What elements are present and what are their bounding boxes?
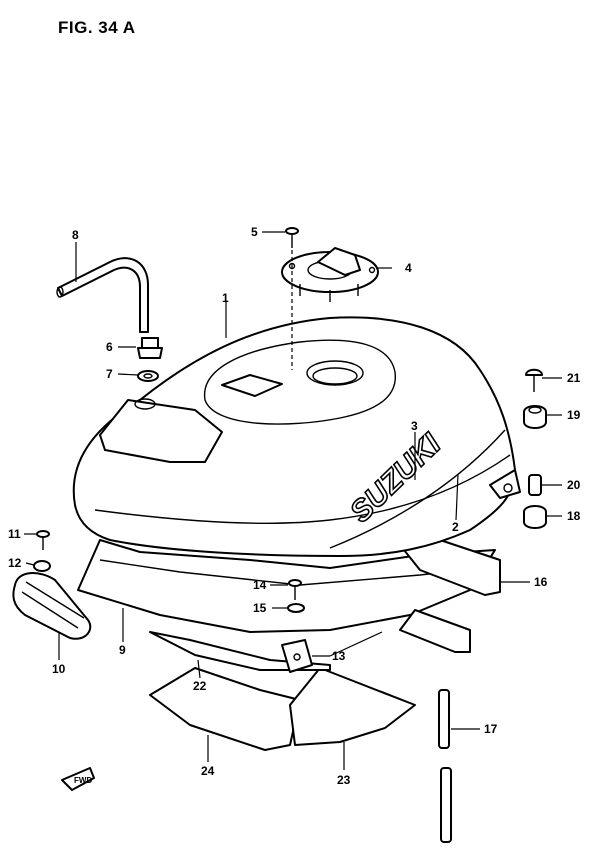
callout-11: 11	[8, 527, 21, 541]
callout-8: 8	[72, 228, 79, 242]
figure-title: FIG. 34 A	[58, 18, 136, 37]
callout-17: 17	[484, 722, 498, 736]
callout-13: 13	[332, 649, 346, 663]
callout-3: 3	[411, 419, 418, 433]
collar-part-20	[528, 474, 542, 496]
bolt-part-14	[288, 579, 302, 600]
frame-rail-part-16	[399, 539, 501, 653]
fuel-cap-part-4	[281, 247, 379, 302]
callout-4: 4	[405, 261, 412, 275]
callout-5: 5	[251, 225, 258, 239]
callout-23: 23	[337, 773, 351, 787]
callout-18: 18	[567, 509, 581, 523]
bracket-part-13	[281, 639, 313, 673]
callout-20: 20	[567, 478, 581, 492]
callout-numbers: 1 2 3 4 5 6 7 8 9 10 11 12 13 14 15 16 1…	[8, 225, 581, 787]
nut-part-12	[33, 560, 51, 572]
callout-14: 14	[253, 578, 267, 592]
callout-24: 24	[201, 764, 215, 778]
callout-6: 6	[106, 340, 113, 354]
callout-15: 15	[253, 601, 267, 615]
callout-10: 10	[52, 662, 66, 676]
callout-1: 1	[222, 291, 229, 305]
callout-12: 12	[8, 556, 22, 570]
fuel-tank-part-1	[72, 316, 521, 557]
callout-7: 7	[106, 367, 113, 381]
fitting-part-6	[137, 337, 163, 359]
washer-part-15	[287, 603, 305, 613]
screw-part-5	[285, 227, 299, 370]
rod-part-17	[438, 689, 452, 843]
callout-9: 9	[119, 643, 126, 657]
callout-19: 19	[567, 408, 581, 422]
grommet-part-19	[523, 405, 547, 429]
callout-21: 21	[567, 371, 581, 385]
cushion-part-18	[523, 505, 547, 529]
breather-hose-part-8	[56, 257, 149, 333]
lower-panel-part-22	[149, 631, 331, 671]
footrest-rubber-part-10	[12, 572, 92, 640]
forward-direction-arrow: FWD	[61, 767, 95, 791]
bolt-part-21	[525, 368, 543, 392]
bolt-part-11	[36, 530, 50, 550]
side-cover-part-23	[289, 667, 416, 746]
side-cover-part-24	[149, 667, 301, 751]
forward-direction-label: FWD	[74, 776, 92, 785]
callout-16: 16	[534, 575, 548, 589]
callout-2: 2	[452, 520, 459, 534]
leader-lines	[24, 231, 562, 770]
callout-22: 22	[193, 679, 207, 693]
washer-part-7	[137, 370, 159, 382]
